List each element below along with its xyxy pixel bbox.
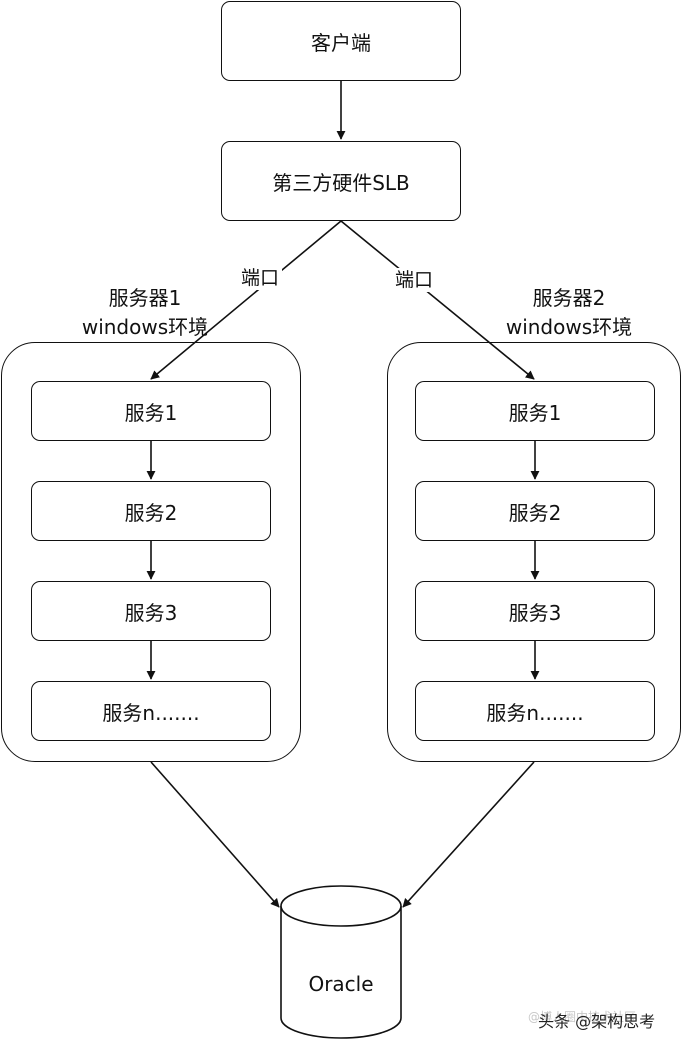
server2-service-box: 服务1 xyxy=(415,381,655,441)
server2-service-box: 服务3 xyxy=(415,581,655,641)
oracle-database-cylinder xyxy=(280,885,402,1039)
server2-group xyxy=(387,342,681,762)
slb-box: 第三方硬件SLB xyxy=(221,141,461,221)
service-label: 服务n....... xyxy=(102,700,200,725)
server1-service-box: 服务3 xyxy=(31,581,271,641)
arrow-server2-to-oracle xyxy=(402,761,535,908)
server1-group xyxy=(1,342,301,762)
client-label: 客户端 xyxy=(311,30,371,55)
server1-service-box: 服务n....... xyxy=(31,681,271,741)
service-label: 服务3 xyxy=(508,600,562,625)
slb-label: 第三方硬件SLB xyxy=(272,170,410,195)
oracle-label: Oracle xyxy=(308,972,374,996)
watermark-faint: @博人圈中技术社区 xyxy=(528,1010,637,1024)
server2-env: windows环境 xyxy=(505,315,633,339)
service-label: 服务n....... xyxy=(486,700,584,725)
arrow-slb-to-server1 xyxy=(150,220,342,380)
port-label-right: 端口 xyxy=(392,268,437,292)
server1-env: windows环境 xyxy=(81,315,209,339)
watermark: 头条 @架构思考 xyxy=(538,1012,656,1031)
server2-name: 服务器2 xyxy=(532,286,606,310)
server2-service-box: 服务2 xyxy=(415,481,655,541)
service-label: 服务2 xyxy=(508,500,562,525)
server1-name: 服务器1 xyxy=(108,286,182,310)
port-label-left: 端口 xyxy=(238,266,283,290)
server2-service-box: 服务n....... xyxy=(415,681,655,741)
server1-service-box: 服务1 xyxy=(31,381,271,441)
arrow-server1-to-oracle xyxy=(150,761,280,908)
client-box: 客户端 xyxy=(221,1,461,81)
service-label: 服务3 xyxy=(124,600,178,625)
service-label: 服务2 xyxy=(124,500,178,525)
service-label: 服务1 xyxy=(124,400,178,425)
arrow-slb-to-server2 xyxy=(340,220,535,380)
service-label: 服务1 xyxy=(508,400,562,425)
server1-service-box: 服务2 xyxy=(31,481,271,541)
